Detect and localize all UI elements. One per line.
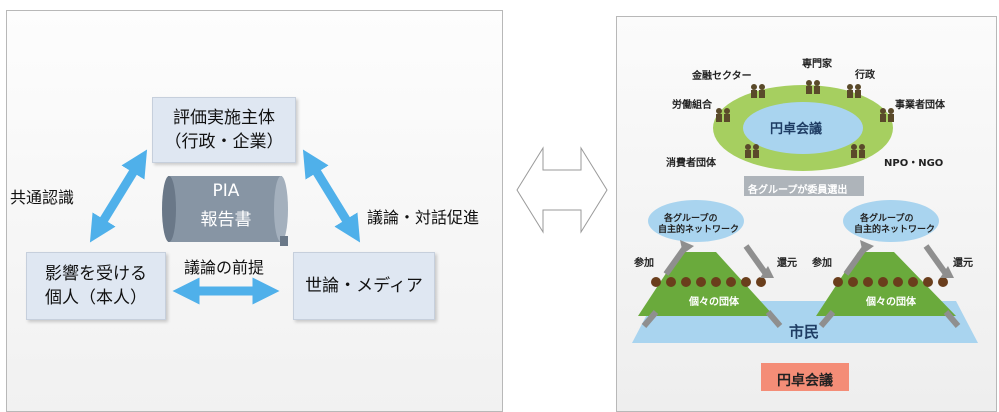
member-npo: NPO・NGO bbox=[884, 158, 944, 169]
network-left-line2: 自主的ネットワーク bbox=[658, 225, 740, 235]
box-assessor-line2: （行政・企業） bbox=[164, 132, 284, 152]
member-finance: 金融セクター bbox=[692, 71, 752, 82]
roundtable-caption: 円卓会議 bbox=[777, 373, 833, 389]
network-right-line1: 各グループの bbox=[860, 214, 914, 224]
group-label-right: 個々の団体 bbox=[866, 297, 916, 308]
citizens-label: 市民 bbox=[789, 323, 820, 341]
return-right: 還元 bbox=[953, 258, 973, 269]
pia-report-scroll bbox=[162, 176, 288, 246]
edge-label-common: 共通認識 bbox=[10, 188, 75, 207]
edge-label-premise: 議論の前提 bbox=[184, 258, 265, 277]
group-label-left: 個々の団体 bbox=[689, 297, 739, 308]
selection-banner: 各グループが委員選出 bbox=[748, 185, 848, 196]
return-left: 還元 bbox=[777, 258, 797, 269]
arrow-common-recognition bbox=[89, 149, 148, 243]
pia-report-title: PIA bbox=[212, 181, 240, 201]
network-right-line2: 自主的ネットワーク bbox=[854, 225, 936, 235]
member-labor: 労働組合 bbox=[672, 100, 712, 111]
arrow-discussion bbox=[302, 149, 361, 243]
box-public-media: 世論・メディア bbox=[293, 252, 435, 320]
box-individual-line2: 個人（本人） bbox=[45, 288, 147, 308]
roundtable-center-label: 円卓会議 bbox=[770, 122, 823, 137]
edge-label-discussion: 議論・対話促進 bbox=[367, 208, 480, 227]
roundtable-graphic bbox=[632, 80, 978, 391]
pia-report-subtitle: 報告書 bbox=[200, 210, 252, 230]
box-public-media-label: 世論・メディア bbox=[305, 276, 423, 296]
member-business: 事業者団体 bbox=[895, 100, 945, 111]
member-government: 行政 bbox=[855, 70, 875, 81]
box-individual: 影響を受ける 個人（本人） bbox=[26, 252, 166, 320]
participate-right: 参加 bbox=[812, 258, 832, 269]
box-assessor-line1: 評価実施主体 bbox=[173, 108, 275, 128]
box-individual-line1: 影響を受ける bbox=[45, 264, 147, 284]
member-consumer: 消費者団体 bbox=[666, 158, 716, 169]
participate-left: 参加 bbox=[634, 258, 654, 269]
double-arrow-icon bbox=[516, 146, 608, 234]
box-assessor: 評価実施主体 （行政・企業） bbox=[152, 97, 296, 163]
member-expert: 専門家 bbox=[802, 59, 832, 70]
network-left-line1: 各グループの bbox=[664, 214, 718, 224]
